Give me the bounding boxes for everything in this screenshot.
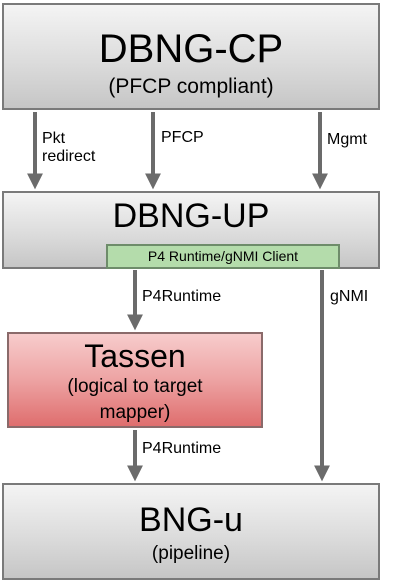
tassen-subtitle-line1: (logical to target	[67, 376, 203, 397]
bng-u-subtitle: (pipeline)	[151, 543, 231, 564]
dbng-cp-node: DBNG-CP (PFCP compliant)	[2, 3, 380, 110]
tassen-subtitle-line2: mapper)	[99, 401, 171, 423]
edge-label-p4runtime-lower: P4Runtime	[142, 440, 222, 457]
edge-label-redirect: redirect	[42, 148, 96, 166]
edge-label-gnmi: gNMI	[330, 288, 369, 305]
edge-label-pkt-redirect: Pkt redirect	[42, 130, 95, 167]
bng-u-node: BNG-u (pipeline)	[2, 483, 380, 580]
dbng-up-title: DBNG-UP	[112, 197, 270, 235]
edge-label-mgmt: Mgmt	[327, 131, 367, 148]
tassen-title: Tassen	[84, 338, 186, 374]
dbng-cp-title: DBNG-CP	[98, 27, 284, 71]
edge-label-pkt: Pkt	[42, 130, 66, 147]
dbng-cp-subtitle: (PFCP compliant)	[108, 75, 274, 98]
p4-runtime-gnmi-client-box: P4 Runtime/gNMI Client	[106, 244, 340, 269]
edge-label-p4runtime-upper: P4Runtime	[142, 288, 222, 305]
bng-u-title: BNG-u	[139, 501, 243, 539]
edge-label-pfcp: PFCP	[161, 129, 204, 146]
tassen-node: Tassen (logical to target mapper)	[7, 332, 263, 428]
